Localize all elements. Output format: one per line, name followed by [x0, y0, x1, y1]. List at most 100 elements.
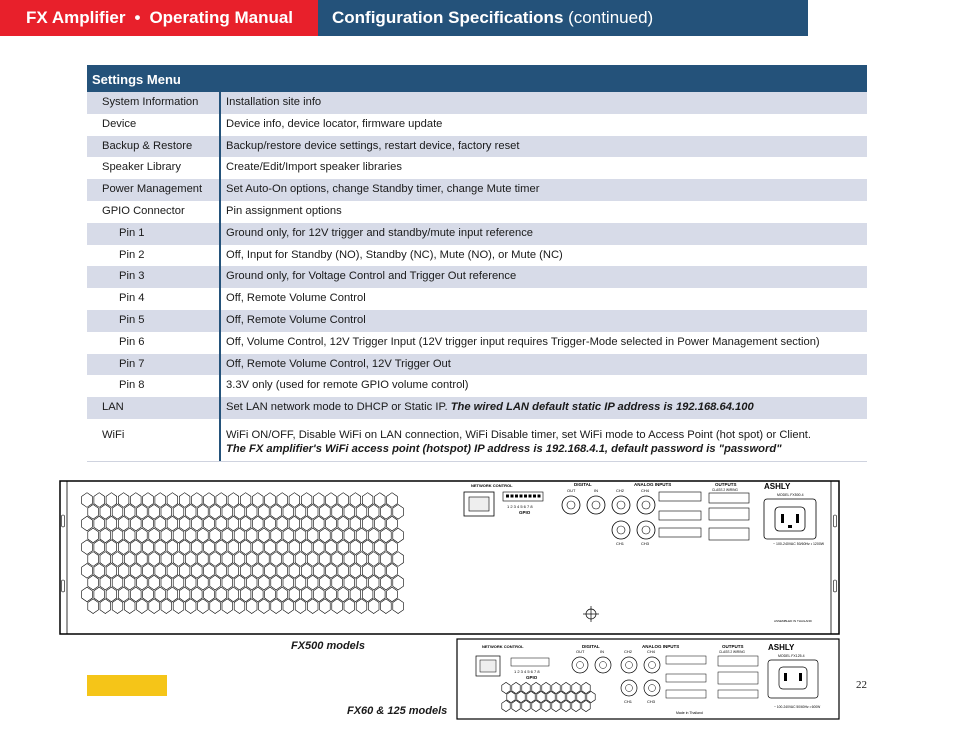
caption-fx60-125: FX60 & 125 models	[347, 705, 448, 717]
header-product-title: FX Amplifier•Operating Manual	[0, 0, 318, 36]
model-label: MODEL FX500.4	[777, 493, 804, 497]
setting-name: Pin 6	[87, 331, 221, 354]
gpio-pin-numbers-small: 1 2 3 4 5 6 7 8	[514, 669, 540, 674]
description-text: Off, Input for Standby (NO), Standby (NC…	[226, 248, 563, 261]
setting-description: Off, Remote Volume Control	[221, 310, 867, 332]
analog-inputs-label-small: ANALOG INPUTS	[642, 644, 679, 649]
ground-symbol	[583, 606, 599, 622]
description-text: 3.3V only (used for remote GPIO volume c…	[226, 379, 469, 392]
outputs-sublabel: CLASS 2 WIRING	[712, 488, 738, 492]
setting-description: Ground only, for 12V trigger and standby…	[221, 223, 867, 245]
gpio-connector-small	[510, 657, 550, 667]
setting-description: Off, Input for Standby (NO), Standby (NC…	[221, 245, 867, 267]
setting-description: WiFi ON/OFF, Disable WiFi on LAN connect…	[221, 419, 867, 461]
description-text: Ground only, for 12V trigger and standby…	[226, 226, 534, 239]
setting-name: Pin 4	[87, 288, 221, 310]
ch4-label-small: CH4	[647, 649, 656, 654]
title-bullet: •	[134, 8, 141, 27]
setting-name: Pin 7	[87, 353, 221, 376]
setting-name: Speaker Library	[87, 157, 221, 180]
description-text: WiFi ON/OFF, Disable WiFi on LAN connect…	[226, 428, 812, 441]
setting-description: Create/Edit/Import speaker libraries	[221, 157, 867, 179]
vent-grille	[81, 492, 404, 614]
digital-label: DIGITAL	[574, 482, 592, 487]
description-emphasis: The FX amplifier's WiFi access point (ho…	[226, 442, 782, 455]
gpio-label: GPIO	[519, 510, 531, 515]
setting-description: Off, Remote Volume Control	[221, 288, 867, 310]
digital-in-label: IN	[594, 488, 598, 493]
made-in-note: Made in Thailand	[676, 711, 703, 715]
vent-grille-small	[501, 682, 596, 712]
description-text: Ground only, for Voltage Control and Tri…	[226, 270, 517, 283]
description-text: Set Auto-On options, change Standby time…	[226, 183, 540, 196]
product-name: FX Amplifier	[26, 8, 126, 27]
outputs-label-small: OUTPUTS	[722, 644, 744, 649]
digital-in-jack	[586, 495, 606, 515]
description-emphasis: The wired LAN default static IP address …	[450, 401, 754, 414]
fx60-125-rear-panel-illustration: NETWORK CONTROL 1 2 3 4 5 6 7 8 GPIO DIG…	[456, 638, 840, 720]
description-text: Off, Volume Control, 12V Trigger Input (…	[226, 335, 820, 348]
ch3-label: CH3	[641, 541, 650, 546]
ch1-label-small: CH1	[624, 699, 633, 704]
yellow-tab-marker	[87, 675, 167, 696]
power-spec-small: ~ 100-240VAC 50/60Hz • 600W	[774, 705, 821, 709]
ch4-label: CH4	[641, 488, 650, 493]
speaker-output-upper	[708, 492, 750, 504]
outputs-sublabel-small: CLASS 2 WIRING	[719, 650, 745, 654]
setting-name: Device	[87, 113, 221, 136]
section-title-suffix: (continued)	[568, 8, 654, 27]
table-row: Speaker Library Create/Edit/Import speake…	[87, 157, 867, 180]
power-spec: ~ 100-240VAC 50/60Hz • 1200W	[773, 542, 825, 546]
setting-name: LAN	[87, 397, 221, 419]
digital-out-jack	[561, 495, 581, 515]
fx500-rear-panel-illustration: NETWORK CONTROL 1 2 3 4 5 6 7 8 GPIO DIG…	[59, 480, 840, 635]
setting-description: Off, Remote Volume Control, 12V Trigger …	[221, 354, 867, 376]
network-label: NETWORK CONTROL	[471, 483, 513, 488]
setting-description: 3.3V only (used for remote GPIO volume c…	[221, 375, 867, 397]
rca-jack-ch1	[611, 520, 631, 540]
gpio-label-small: GPIO	[526, 675, 538, 680]
ch2-label: CH2	[616, 488, 625, 493]
setting-name: System Information	[87, 92, 221, 114]
setting-name: Pin 8	[87, 375, 221, 398]
ch3-label-small: CH3	[647, 699, 656, 704]
digital-out-small: OUT	[576, 649, 585, 654]
setting-description: Ground only, for Voltage Control and Tri…	[221, 266, 867, 288]
phoenix-input-lower	[658, 527, 702, 538]
gpio-connector	[502, 491, 544, 502]
setting-description: Backup/restore device settings, restart …	[221, 136, 867, 158]
digital-out-label: OUT	[567, 488, 576, 493]
description-text: Backup/restore device settings, restart …	[226, 139, 520, 152]
section-title: Configuration Specifications	[332, 8, 564, 27]
outputs-label: OUTPUTS	[715, 482, 737, 487]
description-text: Off, Remote Volume Control	[226, 313, 366, 326]
caption-fx500: FX500 models	[291, 640, 365, 652]
setting-description: Set LAN network mode to DHCP or Static I…	[221, 397, 867, 419]
setting-description: Off, Volume Control, 12V Trigger Input (…	[221, 332, 867, 354]
table-title: Settings Menu	[87, 65, 867, 92]
analog-inputs-label: ANALOG INPUTS	[634, 482, 671, 487]
setting-description: Installation site info	[221, 92, 867, 114]
brand-logo: ASHLY	[764, 482, 791, 491]
ch2-label-small: CH2	[624, 649, 633, 654]
table-row: Pin 8 3.3V only (used for remote GPIO vol…	[87, 375, 867, 398]
phoenix-input-upper	[658, 491, 702, 502]
description-text: Create/Edit/Import speaker libraries	[226, 161, 402, 174]
ch1-label: CH1	[616, 541, 625, 546]
setting-name: Pin 2	[87, 244, 221, 267]
rca-jack-ch2	[611, 495, 631, 515]
gpio-pin-numbers: 1 2 3 4 5 6 7 8	[507, 504, 533, 509]
table-row: Pin 6 Off, Volume Control, 12V Trigger In…	[87, 331, 867, 354]
assembly-note: ASSEMBLED IN THAILAND	[774, 619, 813, 623]
speaker-output-lower	[708, 527, 750, 541]
